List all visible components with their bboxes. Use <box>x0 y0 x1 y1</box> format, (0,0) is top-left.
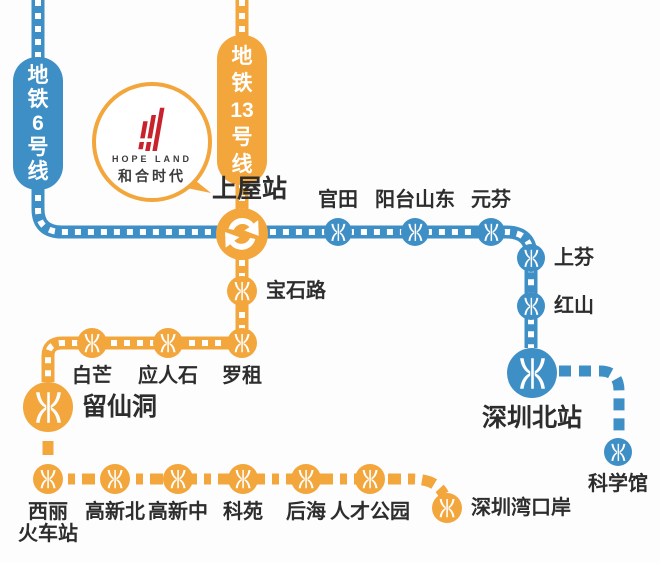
station-label-gaoxinbei: 高新北 <box>85 501 145 523</box>
station-label-yangtaishandong: 阳台山东 <box>375 189 455 211</box>
line-badge-char: 号 <box>231 125 253 149</box>
metro-logo-icon <box>519 357 545 389</box>
station-xili-railway[interactable] <box>33 464 63 494</box>
line13-south-track <box>48 473 452 503</box>
station-shenzhenbei[interactable] <box>507 348 557 398</box>
station-label-gaoxinzhong: 高新中 <box>148 501 208 523</box>
station-label-rencaigongyuan: 人才公园 <box>330 501 410 523</box>
station-liuxiandong[interactable] <box>23 382 73 432</box>
metro-logo-icon <box>84 333 100 353</box>
station-shangwu[interactable] <box>216 208 268 260</box>
station-label-yingrenshi: 应人石 <box>138 365 198 387</box>
brand-name-cn: 和合时代 <box>118 168 186 184</box>
line-badge-char: 6 <box>32 111 44 135</box>
line-badge-char: 地 <box>27 63 49 87</box>
hopeland-logo-icon <box>138 107 165 151</box>
station-baimang[interactable] <box>77 328 107 358</box>
station-label-baoshilu: 宝石路 <box>266 280 326 302</box>
station-label-yuanfen: 元芬 <box>471 189 511 211</box>
station-gaoxinbei[interactable] <box>100 464 130 494</box>
metro-logo-icon <box>611 443 625 461</box>
station-rencaigongyuan[interactable] <box>355 464 385 494</box>
line-badge-char: 铁 <box>231 71 253 95</box>
station-label-keyuan: 科苑 <box>223 501 263 523</box>
metro-logo-icon <box>484 223 498 241</box>
hopeland-logo-bubble[interactable]: HOPE LAND 和合时代 <box>92 82 212 202</box>
metro-logo-icon <box>235 469 251 489</box>
station-houhai[interactable] <box>291 464 321 494</box>
line6-east-branch-track <box>559 365 625 437</box>
line-badge-char: 线 <box>27 159 49 183</box>
metro-logo-icon <box>160 333 176 353</box>
station-label-shangfen: 上芬 <box>554 247 594 269</box>
line13-badge[interactable]: 地铁 13 号线 <box>217 35 267 185</box>
metro-logo-icon <box>170 469 186 489</box>
line13-track <box>41 0 249 382</box>
station-shangfen[interactable] <box>517 244 545 272</box>
station-shenzhenwankouan[interactable] <box>432 493 462 523</box>
station-label-guantian: 官田 <box>318 189 358 211</box>
station-hongshan[interactable] <box>517 292 545 320</box>
station-keyuan[interactable] <box>228 464 258 494</box>
metro-logo-icon <box>40 469 56 489</box>
metro-logo-icon <box>331 223 345 241</box>
metro-logo-icon <box>234 333 250 353</box>
metro-logo-icon <box>234 281 250 301</box>
metro-logo-icon <box>524 297 538 315</box>
brand-name-en: HOPE LAND <box>111 154 192 164</box>
station-gaoxinzhong[interactable] <box>163 464 193 494</box>
line-badge-char: 号 <box>27 135 49 159</box>
line-badge-char: 铁 <box>27 87 49 111</box>
line-badge-char: 线 <box>231 152 253 176</box>
metro-logo-icon <box>298 469 314 489</box>
station-label-hongshan: 红山 <box>554 295 594 317</box>
line-badge-char: 13 <box>230 98 254 122</box>
station-label-kexueguan: 科学馆 <box>588 473 648 495</box>
metro-logo-icon <box>362 469 378 489</box>
transfer-icon <box>225 218 259 250</box>
metro-logo-icon <box>524 249 538 267</box>
station-yuanfen[interactable] <box>477 218 505 246</box>
station-yangtaishandong[interactable] <box>401 218 429 246</box>
station-label-shenzhenbei: 深圳北站 <box>481 404 583 432</box>
station-baoshilu[interactable] <box>227 276 257 306</box>
station-yingrenshi[interactable] <box>153 328 183 358</box>
station-label-shenzhenwankouan: 深圳湾口岸 <box>471 497 571 519</box>
station-luozu[interactable] <box>227 328 257 358</box>
station-label-shangwu: 上屋站 <box>212 175 288 203</box>
station-label-baimang: 白芒 <box>72 365 112 387</box>
metro-logo-icon <box>408 223 422 241</box>
metro-logo-icon <box>107 469 123 489</box>
metro-logo-icon <box>439 498 455 518</box>
station-label-xili-railway: 西丽火车站 <box>18 501 78 545</box>
station-label-houhai: 后海 <box>286 501 326 523</box>
station-kexueguan[interactable] <box>604 438 632 466</box>
station-guantian[interactable] <box>324 218 352 246</box>
station-label-luozu: 罗租 <box>222 365 262 387</box>
metro-logo-icon <box>35 391 61 423</box>
line-badge-char: 地 <box>231 44 253 68</box>
station-label-liuxiandong: 留仙洞 <box>82 393 158 421</box>
